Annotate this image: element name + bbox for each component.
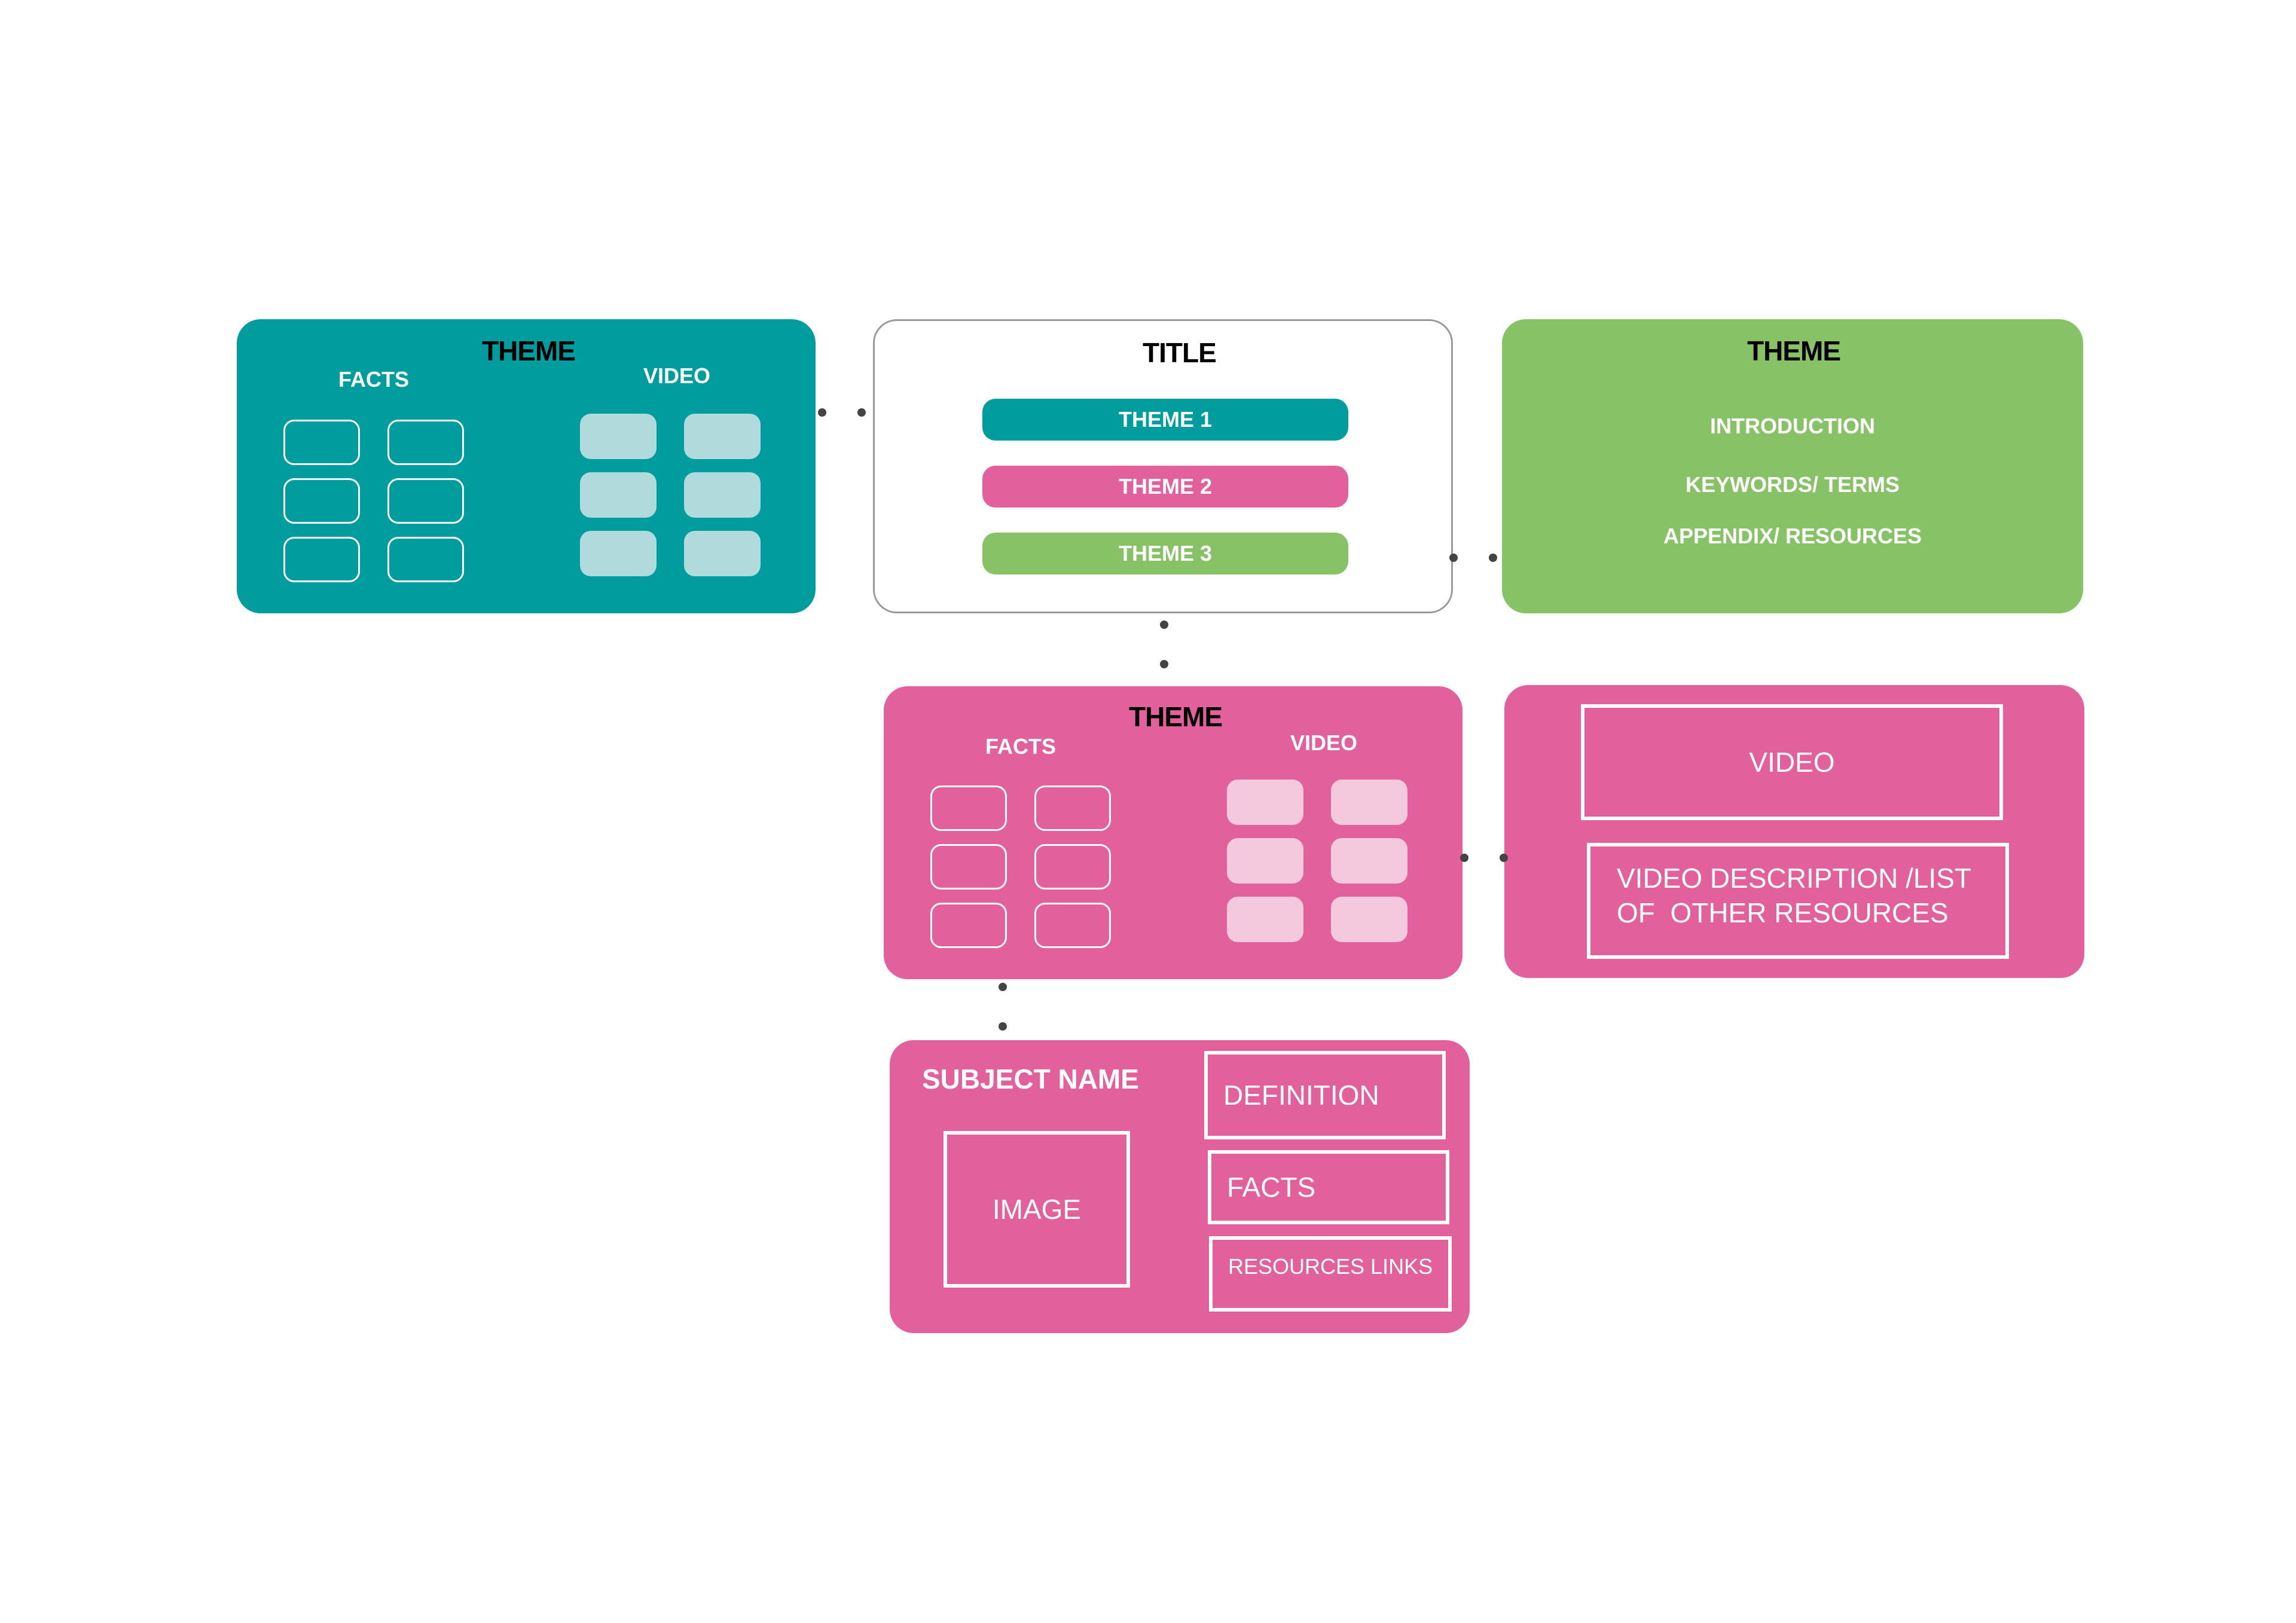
facts-box-label: FACTS xyxy=(1227,1172,1316,1203)
pink-fact-box-2[interactable] xyxy=(1034,785,1111,831)
pink-fact-box-4[interactable] xyxy=(1034,844,1111,890)
teal-video-box-4[interactable] xyxy=(684,472,761,518)
teal-video-box-5[interactable] xyxy=(580,531,657,576)
pink-fact-box-5[interactable] xyxy=(930,903,1007,948)
pink-video-box-6[interactable] xyxy=(1331,897,1407,942)
teal-theme-title: THEME xyxy=(482,335,576,366)
teal-video-label: VIDEO xyxy=(643,363,711,388)
connector-dot xyxy=(1500,854,1508,862)
video-box[interactable]: VIDEO xyxy=(1581,704,2003,820)
title-panel: TITLE THEME 1 THEME 2 THEME 3 xyxy=(873,319,1453,613)
facts-box[interactable]: FACTS xyxy=(1208,1150,1449,1224)
appendix-resources-item[interactable]: APPENDIX/ RESOURCES xyxy=(1663,524,1922,548)
teal-video-box-1[interactable] xyxy=(580,414,657,459)
green-theme-panel: THEME INTRODUCTION KEYWORDS/ TERMS APPEN… xyxy=(1502,319,2083,613)
title-heading: TITLE xyxy=(1143,337,1217,368)
pink-video-box-1[interactable] xyxy=(1227,780,1303,825)
resources-links-box[interactable]: RESOURCES LINKS xyxy=(1209,1236,1452,1312)
pink-video-box-4[interactable] xyxy=(1331,838,1407,884)
image-box[interactable]: IMAGE xyxy=(944,1131,1130,1288)
pink-video-box-5[interactable] xyxy=(1227,897,1303,942)
theme-3-pill[interactable]: THEME 3 xyxy=(982,533,1348,574)
pink-theme-title: THEME xyxy=(1129,701,1223,732)
pink-fact-box-3[interactable] xyxy=(930,844,1007,890)
theme-1-pill[interactable]: THEME 1 xyxy=(982,399,1348,441)
video-description-box[interactable]: VIDEO DESCRIPTION /LIST OF OTHER RESOURC… xyxy=(1587,843,2009,959)
teal-video-box-6[interactable] xyxy=(684,531,761,576)
subject-name-title: SUBJECT NAME xyxy=(922,1063,1139,1095)
resources-links-label: RESOURCES LINKS xyxy=(1228,1254,1433,1279)
connector-dot xyxy=(1489,554,1497,562)
video-box-label: VIDEO xyxy=(1749,747,1835,778)
theme-2-pill[interactable]: THEME 2 xyxy=(982,466,1348,508)
connector-dot xyxy=(857,408,866,417)
green-theme-title: THEME xyxy=(1747,335,1841,366)
pink-video-panel: VIDEO VIDEO DESCRIPTION /LIST OF OTHER R… xyxy=(1504,685,2084,978)
keywords-terms-item[interactable]: KEYWORDS/ TERMS xyxy=(1685,472,1900,497)
teal-fact-box-2[interactable] xyxy=(387,420,464,465)
connector-dot xyxy=(1460,854,1468,862)
teal-theme-panel: THEME FACTS VIDEO xyxy=(237,319,816,613)
teal-video-box-3[interactable] xyxy=(580,472,657,518)
video-description-line-1: VIDEO DESCRIPTION /LIST xyxy=(1617,863,1971,894)
teal-video-box-2[interactable] xyxy=(684,414,761,459)
pink-video-box-3[interactable] xyxy=(1227,838,1303,884)
pink-theme-panel: THEME FACTS VIDEO xyxy=(884,686,1463,979)
connector-dot xyxy=(1160,621,1168,629)
teal-fact-box-3[interactable] xyxy=(283,478,360,524)
pink-video-box-2[interactable] xyxy=(1331,780,1407,825)
pink-fact-box-6[interactable] xyxy=(1034,903,1111,948)
pink-fact-box-1[interactable] xyxy=(930,785,1007,831)
connector-dot xyxy=(818,408,826,417)
video-description-line-2: OF OTHER RESOURCES xyxy=(1617,897,1949,928)
definition-box-label: DEFINITION xyxy=(1223,1080,1379,1111)
teal-fact-box-1[interactable] xyxy=(283,420,360,465)
introduction-item[interactable]: INTRODUCTION xyxy=(1710,414,1875,438)
connector-dot xyxy=(999,1022,1007,1031)
pink-facts-label: FACTS xyxy=(985,734,1057,759)
teal-fact-box-5[interactable] xyxy=(283,537,360,582)
definition-box[interactable]: DEFINITION xyxy=(1204,1051,1446,1139)
connector-dot xyxy=(999,983,1007,991)
image-box-label: IMAGE xyxy=(992,1194,1082,1225)
subject-panel: SUBJECT NAME IMAGE DEFINITION FACTS RESO… xyxy=(890,1040,1470,1333)
teal-fact-box-6[interactable] xyxy=(387,537,464,582)
teal-facts-label: FACTS xyxy=(338,367,410,392)
connector-dot xyxy=(1160,660,1168,668)
connector-dot xyxy=(1449,554,1458,562)
pink-video-label: VIDEO xyxy=(1290,730,1358,755)
teal-fact-box-4[interactable] xyxy=(387,478,464,524)
